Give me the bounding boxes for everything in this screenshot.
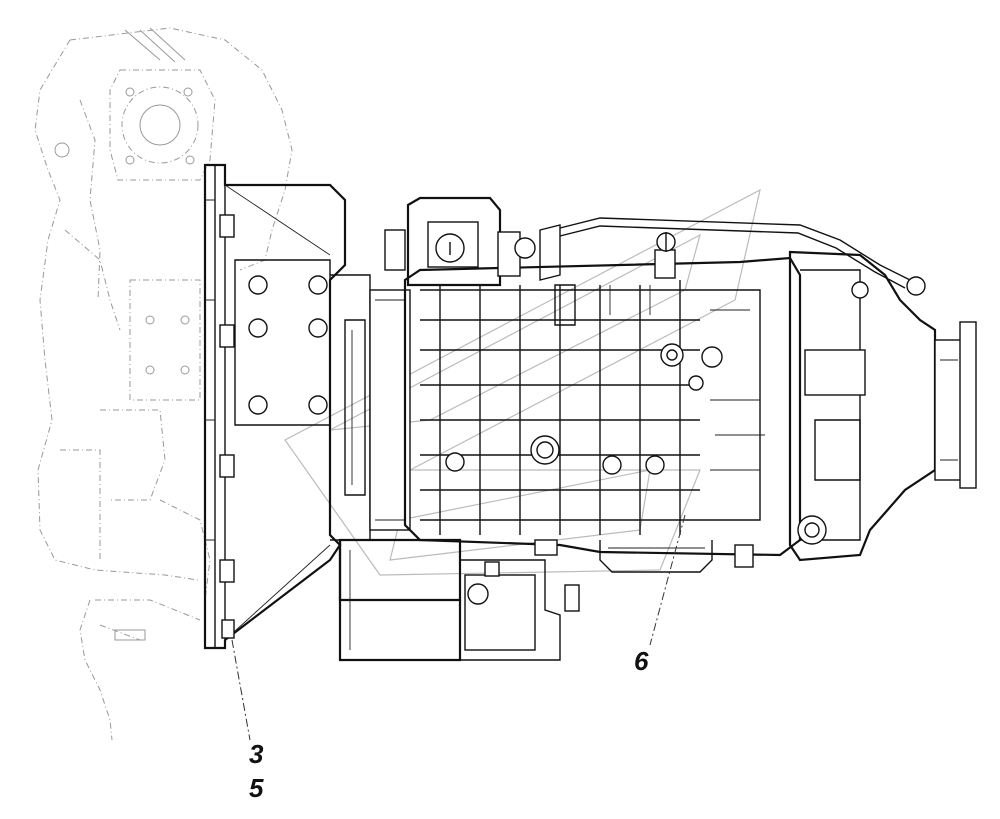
clutch-cylinder: [338, 538, 580, 662]
callout-label-6: 6: [634, 646, 649, 676]
clutch-housing: [203, 163, 347, 650]
output-flange: [934, 321, 977, 489]
oil-pan: [534, 539, 754, 573]
callout-label-5: 5: [249, 773, 264, 803]
engine-phantom-outline: [34, 27, 293, 741]
rear-housing: [788, 250, 937, 562]
gearbox-case: [403, 256, 802, 557]
pipe-line: [559, 217, 911, 289]
leader-lines: [231, 514, 686, 741]
shift-mechanism: [384, 196, 676, 287]
adapter-flange: [330, 274, 411, 541]
callout-label-3: 3: [249, 739, 264, 769]
